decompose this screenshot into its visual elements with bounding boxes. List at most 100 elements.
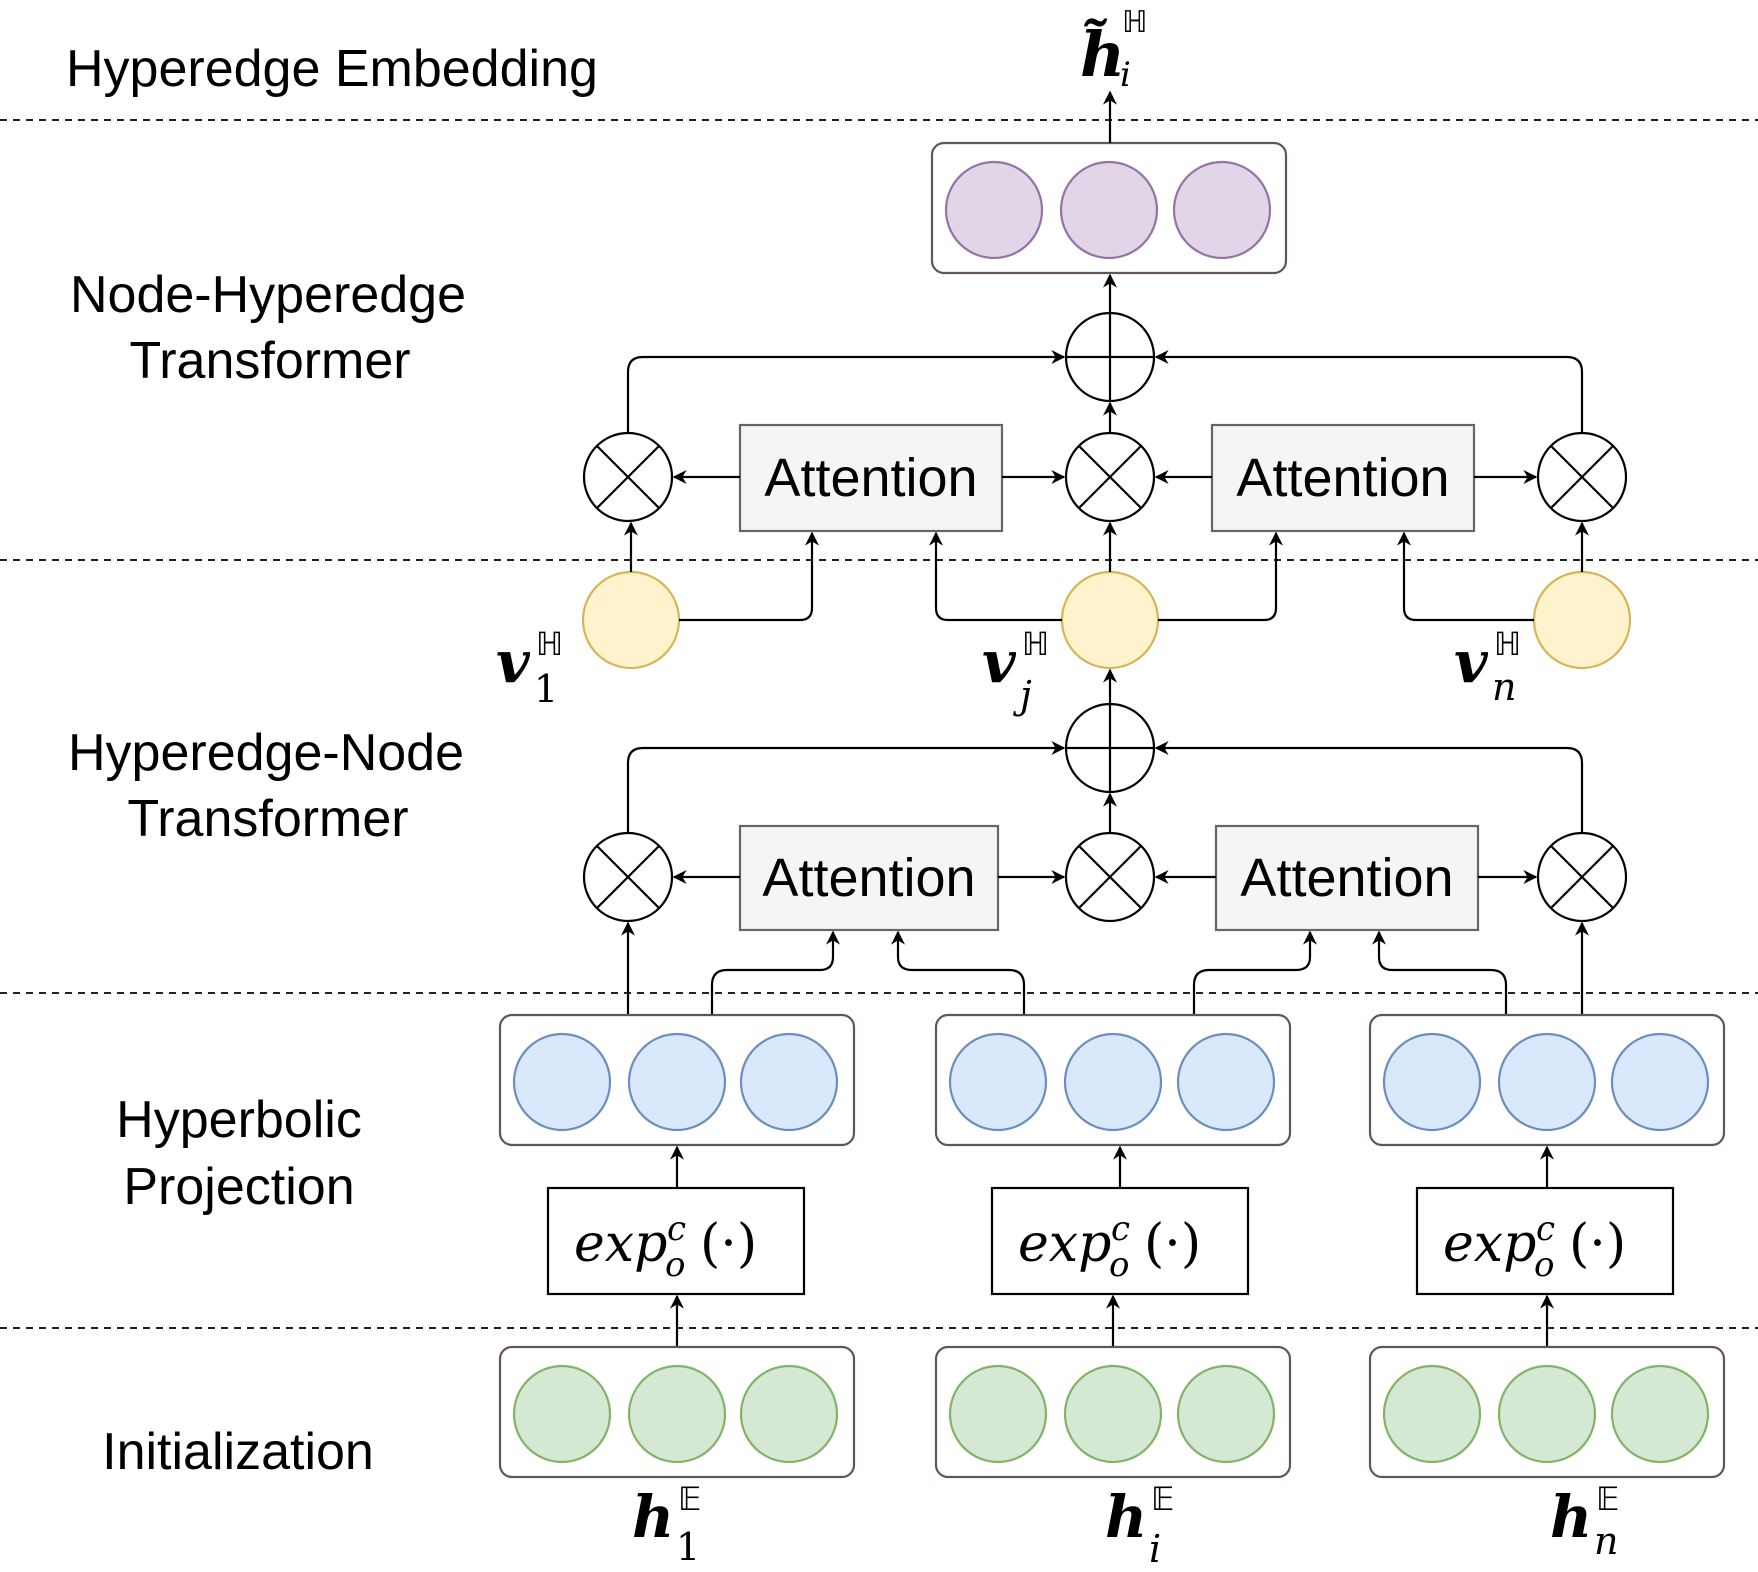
arrow-group-to-attn [710,930,840,1015]
multiply-node-bottom-left [582,831,674,923]
h1-label-sub: 1 [676,1525,700,1567]
vj-label-sub: j [1013,673,1032,717]
attention-box-top-right [1210,423,1476,533]
section-label-projection: Projection [123,1158,354,1216]
vj-label-sup: ℍ [1022,625,1049,663]
v1-math-label: v ℍ 1 [496,625,563,711]
exp-label-base: exp [574,1214,667,1274]
node-v1 [581,570,681,670]
output-label-sub: i [1120,55,1131,95]
arrow-vj-to-attn [929,531,1062,622]
hn-label-sup: 𝔼 [1596,1480,1619,1518]
attention-box-bottom-left [738,824,1000,932]
arrow-v1-to-attn [679,531,819,622]
section-label-hyperedge-embedding: Hyperedge Embedding [66,40,598,98]
v1-label-sup: ℍ [536,625,563,663]
exp-map-box-n: exp c o (·) [1415,1186,1675,1296]
init-unit [1497,1364,1597,1464]
hn-label-base: h [1550,1483,1592,1551]
arrow-mult-to-sum [626,350,1066,433]
exp-label-sub: o [1109,1245,1129,1285]
exp-label-arg: (·) [1144,1214,1201,1274]
section-label-hyperbolic: Hyperbolic [116,1091,362,1149]
hi-label-sub: i [1149,1527,1161,1567]
vj-math-label: v ℍ j [982,625,1049,717]
hi-label-sup: 𝔼 [1151,1480,1174,1518]
init-unit [1610,1364,1710,1464]
init-unit [948,1364,1048,1464]
section-label-hyperedge-node: Hyperedge-Node [68,724,464,782]
vn-label-sup: ℍ [1494,625,1521,663]
exp-label-sup: c [1536,1209,1555,1249]
h1-label-base: h [632,1483,674,1551]
arrow-mult-to-sum [1154,350,1584,433]
output-embedding-unit [1172,160,1272,260]
section-label-node-hyperedge-transformer: Transformer [129,332,410,390]
multiply-node-top-center [1064,431,1156,523]
attention-label: Attention [1236,448,1449,508]
attention-box-top-left [738,423,1004,533]
h1-math-label: h 𝔼 1 [632,1480,701,1569]
node-vn [1532,570,1632,670]
arrow-group-to-attn [1192,930,1317,1015]
vn-label-base: v [1454,628,1489,696]
hyperbolic-unit [948,1032,1048,1132]
v1-label-sub: 1 [534,667,558,711]
attention-label: Attention [762,848,975,908]
exp-map-box-1: exp c o (·) [546,1186,806,1296]
init-unit [739,1364,839,1464]
v1-label-base: v [496,628,531,696]
multiply-node-bottom-right [1536,831,1628,923]
exp-map-box-i: exp c o (·) [990,1186,1250,1296]
hn-math-label: h 𝔼 n [1550,1480,1619,1563]
hyperbolic-unit [512,1032,612,1132]
init-unit [627,1364,727,1464]
init-unit [1382,1364,1482,1464]
arrow-vn-to-attn [1397,531,1534,622]
output-embedding-unit [1059,160,1159,260]
exp-label-arg: (·) [700,1214,757,1274]
arrow-group-to-attn [891,930,1026,1015]
vn-label-sub: n [1492,665,1516,709]
exp-label-sub: o [1534,1245,1554,1285]
hyperbolic-unit [1497,1032,1597,1132]
exp-label-arg: (·) [1569,1214,1626,1274]
output-math-label: h̃ ℍ i [1080,5,1148,95]
init-unit [512,1364,612,1464]
hyperbolic-unit [1176,1032,1276,1132]
attention-label: Attention [1240,848,1453,908]
hyperbolic-unit [1610,1032,1710,1132]
exp-label-sup: c [1111,1209,1130,1249]
arrow-vj-to-attn [1158,531,1283,622]
section-label-hyperedge-node-transformer: Transformer [127,790,408,848]
hn-label-sub: n [1594,1519,1618,1563]
hi-math-label: h 𝔼 i [1105,1480,1174,1571]
exp-label-sub: o [665,1245,685,1285]
attention-label: Attention [764,448,977,508]
arrow-group-to-attn [1372,930,1508,1015]
hyperbolic-unit [627,1032,727,1132]
h1-label-sup: 𝔼 [678,1480,701,1518]
hi-label-base: h [1105,1483,1147,1551]
exp-label-base: exp [1443,1214,1536,1274]
output-embedding-unit [944,160,1044,260]
vn-math-label: v ℍ n [1454,625,1521,709]
node-vj [1060,570,1160,670]
init-unit [1063,1364,1163,1464]
hyperbolic-unit [1382,1032,1482,1132]
arrow-mult-to-sum [1154,741,1584,833]
exp-label-base: exp [1018,1214,1111,1274]
section-label-initialization: Initialization [102,1423,374,1481]
multiply-node-bottom-center [1064,831,1156,923]
section-label-node-hyperedge: Node-Hyperedge [70,266,466,324]
multiply-node-top-right [1536,431,1628,523]
hyperbolic-unit [1063,1032,1163,1132]
exp-label-sup: c [667,1209,686,1249]
hyperbolic-unit [739,1032,839,1132]
init-unit [1176,1364,1276,1464]
output-label-base: h̃ [1080,18,1125,91]
output-label-sup: ℍ [1122,5,1148,40]
vj-label-base: v [982,628,1017,696]
